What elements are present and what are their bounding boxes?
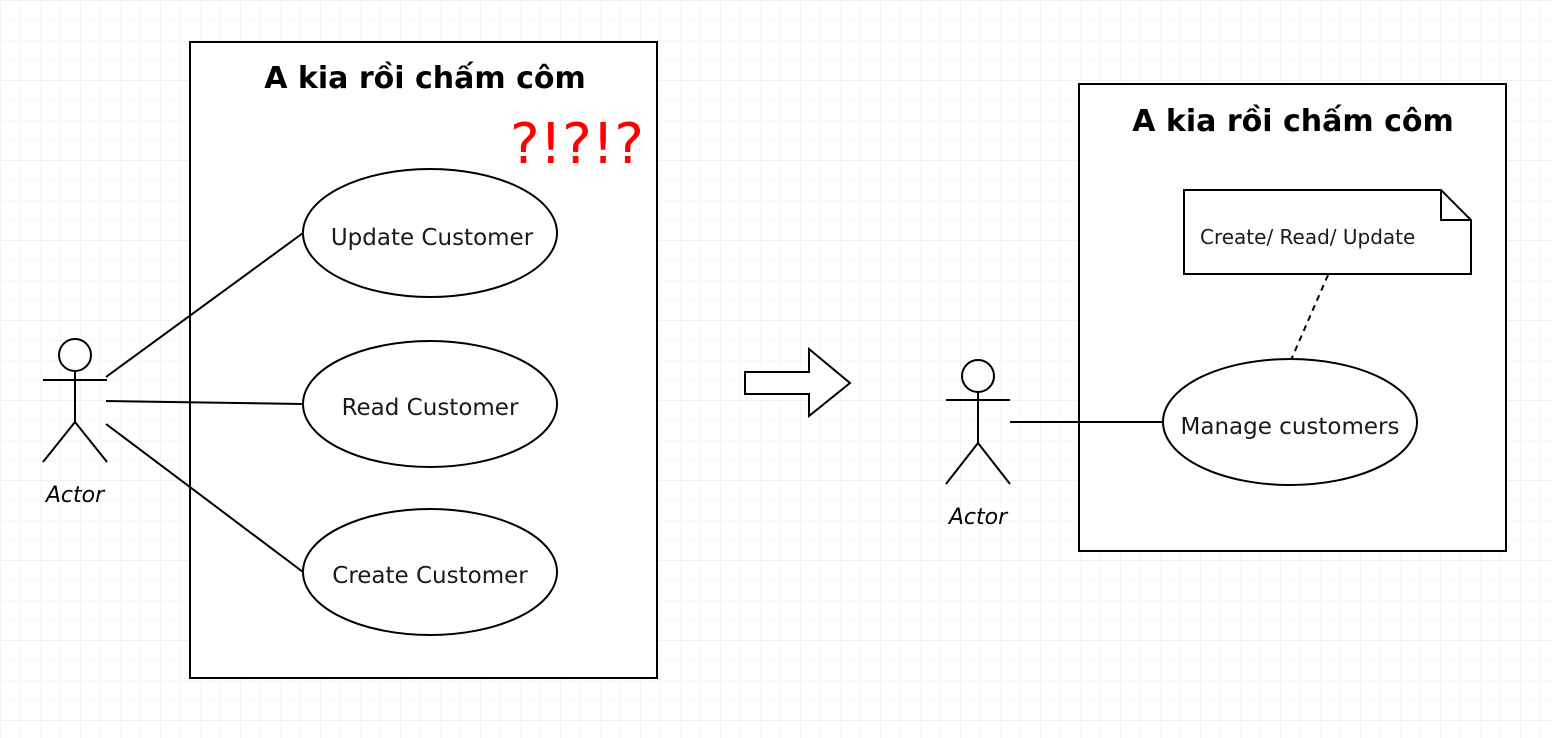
- use-case-create-customer[interactable]: Create Customer: [302, 508, 558, 636]
- use-case-manage-customers[interactable]: Manage customers: [1162, 358, 1418, 486]
- use-case-read-customer[interactable]: Read Customer: [302, 340, 558, 468]
- association-read[interactable]: [105, 400, 304, 405]
- use-case-update-customer[interactable]: Update Customer: [302, 168, 558, 298]
- note[interactable]: Create/ Read/ Update: [1183, 189, 1472, 275]
- right-actor-label: Actor: [947, 505, 1009, 530]
- use-case-label: Manage customers: [1181, 414, 1400, 440]
- exclamation-text: ?!?!?: [510, 112, 644, 177]
- use-case-label: Create Customer: [332, 563, 528, 589]
- association-create[interactable]: [105, 423, 304, 573]
- right-diagram: A kia rồi chấm côm Create/ Read/ Update …: [945, 83, 1507, 552]
- right-actor[interactable]: Actor: [945, 359, 1011, 530]
- use-case-label: Read Customer: [342, 395, 519, 421]
- left-actor[interactable]: Actor: [42, 338, 108, 508]
- actor-head: [961, 359, 995, 393]
- note-anchor[interactable]: [1290, 274, 1329, 361]
- left-system-title: A kia rồi chấm côm: [264, 61, 585, 96]
- left-diagram: A kia rồi chấm côm ?!?!? Update Customer…: [42, 41, 658, 679]
- note-text: Create/ Read/ Update: [1200, 225, 1415, 249]
- use-case-label: Update Customer: [331, 225, 534, 251]
- left-actor-label: Actor: [44, 483, 106, 508]
- transform-arrow: [744, 346, 852, 419]
- association-update[interactable]: [105, 232, 304, 378]
- right-system-title: A kia rồi chấm côm: [1132, 104, 1453, 139]
- actor-head: [58, 338, 92, 372]
